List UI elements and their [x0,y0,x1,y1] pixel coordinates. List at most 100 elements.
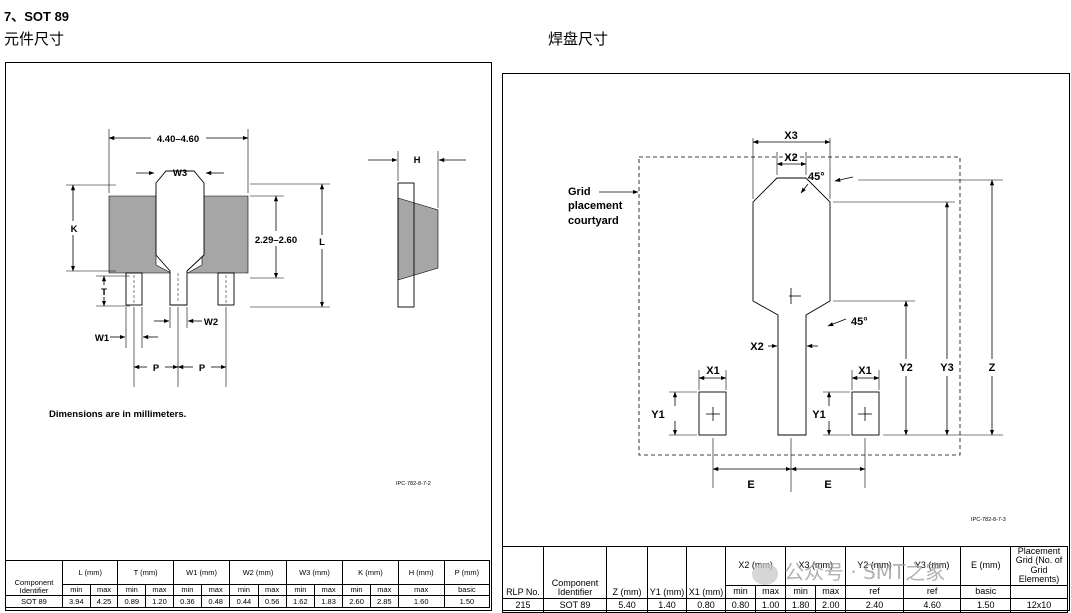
table-cell: 2.85 [369,595,399,608]
table-cell: 1.80 [785,597,817,613]
land-angle-top: 45° [808,171,825,183]
subheader: max [369,584,399,596]
subheader: ref [845,584,904,599]
table-cell: 1.60 [397,595,445,608]
table-cell: 1.83 [313,595,344,608]
subheader: max [815,584,847,599]
table-cell: 5.40 [606,597,648,613]
table-cell: 1.50 [960,597,1011,613]
land-dim-e-right: E [824,479,831,491]
subheader: max [313,584,344,596]
col-l: L (mm) [61,560,119,585]
dim-t: T [101,287,107,298]
table-cell: 215 [502,597,544,613]
col-p: P (mm) [443,560,491,585]
land-dim-y1-right: Y1 [812,409,825,421]
land-dim-e-left: E [747,479,754,491]
table-cell: 1.62 [285,595,315,608]
land-dim-x1-right: X1 [858,365,871,377]
figure-id-left: IPC-782-8-7-2 [396,481,431,487]
col-component-identifier: Component Identifier [5,560,63,596]
table-cell: 2.60 [342,595,371,608]
table-cell: 0.80 [686,597,726,613]
table-cell: 1.20 [145,595,174,608]
subheader: max [397,584,445,596]
table-cell: 0.89 [117,595,147,608]
land-angle-bottom: 45° [851,316,868,328]
subheader: basic [443,584,491,596]
table-cell: 2.00 [815,597,847,613]
subheader: min [724,584,757,599]
table-cell: 0.80 [724,597,757,613]
component-dimensions-panel: 4.40–4.60 W3 K T W1 W2 P P 2.29–2.60 L [5,62,492,611]
table-cell: 1.50 [443,595,491,608]
subheader-empty [1010,584,1068,599]
table-cell: 4.25 [89,595,119,608]
figure-id-right: IPC-782-8-7-3 [971,517,1006,523]
dim-pitch-left: P [153,363,160,374]
center-tab [155,170,205,306]
grid-label-line-2: placement [568,200,623,212]
subheader: min [229,584,259,596]
subheader: ref [902,584,962,599]
col-k: K (mm) [342,560,399,585]
right-caption: 焊盘尺寸 [548,30,609,48]
land-dim-x1-left: X1 [706,365,719,377]
side-view-lead [397,182,415,308]
col-z: Z (mm) [606,546,648,599]
table-cell: 0.44 [229,595,259,608]
lead-left [125,272,143,306]
subheader: max [89,584,119,596]
pad-center [752,177,831,436]
land-dim-x2-mid: X2 [750,341,763,353]
col-w2: W2 (mm) [229,560,287,585]
col-y1: Y1 (mm) [647,546,687,599]
col-y3: Y3 (mm) [902,546,962,586]
lead-right [217,272,235,306]
col-w3: W3 (mm) [285,560,344,585]
land-pattern-panel: X3 X2 45° Grid placement courtyard 45° X… [502,73,1070,611]
dim-k: K [71,224,78,235]
subheader: max [201,584,231,596]
land-dim-y2: Y2 [899,362,912,374]
subheader: min [342,584,371,596]
component-dimensions-table: Component Identifier L (mm) T (mm) W1 (m… [5,560,491,608]
dim-span: 2.29–2.60 [255,235,297,246]
component-drawing: 4.40–4.60 W3 K T W1 W2 P P 2.29–2.60 L [49,129,466,487]
pad-left [698,391,727,436]
table-cell: 0.48 [201,595,231,608]
section-title: 7、SOT 89 [4,9,70,24]
col-w1: W1 (mm) [172,560,231,585]
watermark: 公众号 · SMT之家 [752,556,945,585]
table-cell: 3.94 [62,595,91,608]
col-component-identifier: Component Identifier [543,546,607,599]
land-dim-y3: Y3 [940,362,953,374]
table-cell: 12x10 [1010,597,1068,613]
table-cell: 4.60 [902,597,962,613]
col-e: E (mm) [960,546,1011,586]
subheader: basic [960,584,1011,599]
subheader: max [257,584,287,596]
col-t: T (mm) [117,560,174,585]
table-cell: 1.00 [755,597,787,613]
dimensions-note: Dimensions are in millimeters. [49,409,186,420]
land-dim-y1-left: Y1 [651,409,664,421]
table-cell: 0.36 [172,595,203,608]
table-cell: SOT 89 [543,597,607,613]
subheader: min [62,584,91,596]
land-pattern-table: RLP No. Component Identifier Z (mm) Y1 (… [502,546,1068,613]
dim-pitch-right: P [199,363,206,374]
left-caption: 元件尺寸 [4,30,65,48]
dim-l: L [319,237,325,248]
col-placement-grid: Placement Grid (No. of Grid Elements) [1010,546,1068,586]
subheader: min [285,584,315,596]
table-cell: SOT 89 [5,595,63,608]
dim-w3: W3 [173,168,187,179]
col-x1: X1 (mm) [686,546,726,599]
dim-overall-width: 4.40–4.60 [157,134,199,145]
subheader: min [172,584,203,596]
wechat-icon [752,562,778,585]
grid-label-line-3: courtyard [568,215,619,227]
land-dim-x3: X3 [784,130,797,142]
table-cell: 0.56 [257,595,287,608]
